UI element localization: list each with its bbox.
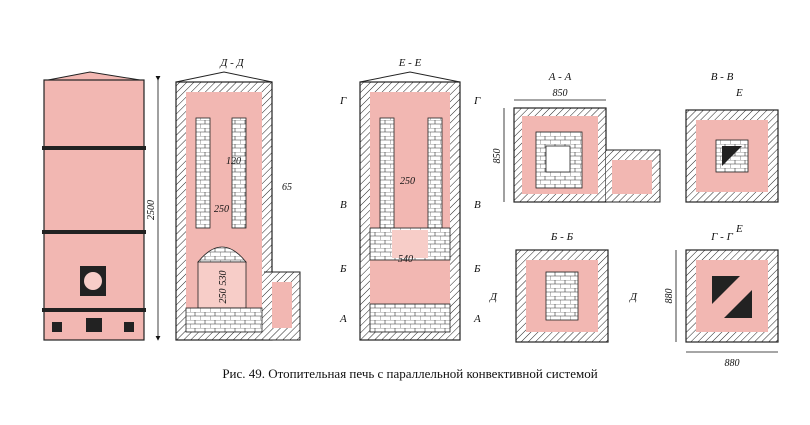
mark-e-bottom: Е [735,223,743,235]
gg-dim-880-w: 880 [725,358,740,369]
mark-d-right: Д [629,291,638,303]
dd-cap [175,71,273,83]
front-cap [47,71,141,81]
section-dd: Д - Д 120 65 250 530 250 [175,57,301,341]
gg-inner [696,260,768,332]
gg-dim-880-h: 880 [664,289,675,304]
ee-base [369,303,451,333]
cleanout-door [52,322,62,332]
ee-cap [359,71,461,83]
mark-g-right: Г [473,95,481,107]
fire-door-knob [84,272,102,290]
dd-dim-250-low: 250 [218,289,229,304]
ee-wall [379,117,395,229]
mark-e-top: Е [735,87,743,99]
dd-dim-530: 530 [218,271,229,286]
section-bb-title: Б - Б [550,231,574,243]
dd-dim-250-top: 250 [214,204,229,215]
front-band [42,308,146,312]
figure-caption: Рис. 49. Отопительная печь с параллельно… [222,366,598,381]
aa-dim-850-h: 850 [492,149,503,164]
section-gg: Г - Г 880 880 [664,231,779,369]
vv-block [722,146,742,166]
section-ee-title: Е - Е [398,57,422,69]
mark-g-left: Г [339,95,347,107]
dd-wall [195,117,211,229]
ee-wall [427,117,443,229]
mark-v-left: В [340,199,347,211]
dd-firebox [197,261,247,309]
section-vv: В - В Е Е [685,71,779,235]
dd-dim-65: 65 [282,182,292,193]
front-band [42,146,146,150]
front-body [43,79,145,341]
section-aa-title: А - А [548,71,572,83]
aa-flue-inner [612,160,652,194]
section-dd-title: Д - Д [219,57,244,69]
section-bb: Б - Б Д Д [489,231,638,343]
section-aa: А - А 850 850 [492,71,661,203]
aa-dim-850-w: 850 [553,88,568,99]
dd-flue-inner [272,282,292,328]
ee-dim-250: 250 [400,176,415,187]
front-view: 2500 [42,71,161,341]
section-vv-title: В - В [711,71,734,83]
ash-door [86,318,102,332]
gg-block [712,276,740,304]
cleanout-door [124,322,134,332]
gg-block [724,290,752,318]
section-ee: Е - Е 250 540 Г Г В В Б Б А А [339,57,481,341]
bb-grate [545,271,579,321]
mark-b-left: Б [339,263,347,275]
mark-d-left: Д [489,291,498,303]
front-band [42,230,146,234]
mark-a-left: А [339,313,347,325]
section-gg-title: Г - Г [710,231,733,243]
mark-b-right: Б [473,263,481,275]
height-label: 2500 [146,200,157,220]
mark-a-right: А [473,313,481,325]
ee-dim-540: 540 [398,254,413,265]
ee-throat [392,230,428,258]
dd-wall [231,117,247,229]
dd-base [185,307,263,333]
dd-dim-120: 120 [226,156,241,167]
mark-v-right: В [474,199,481,211]
aa-firebox [545,145,571,173]
